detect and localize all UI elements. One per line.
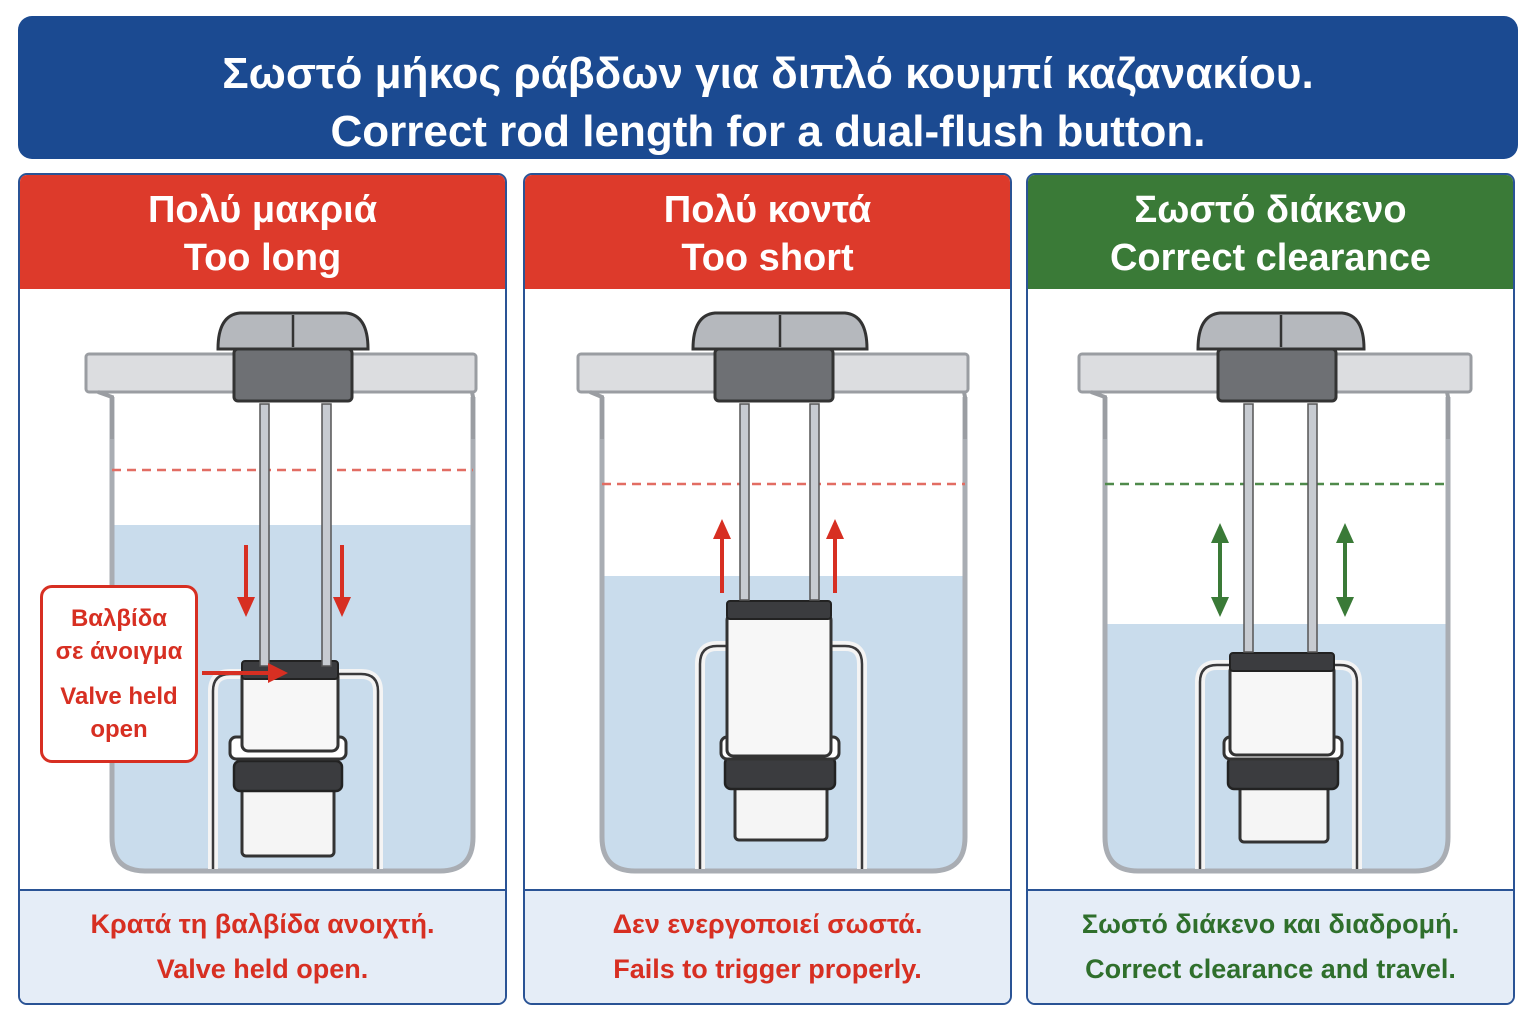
caption-english: Fails to trigger properly. (613, 954, 922, 984)
flush-button-housing (713, 347, 835, 403)
flush-button-housing (232, 347, 354, 403)
rod-right (1307, 403, 1318, 653)
panel-title-greek: Πολύ κοντά (663, 189, 872, 231)
caption-greek: Σωστό διάκενο και διαδρομή. (1081, 909, 1460, 939)
valve-seal (232, 759, 344, 793)
valve-seal (723, 755, 837, 791)
callout-line2-greek: σε άνοιγμα (55, 638, 183, 665)
panel-footer: Κρατά τη βαλβίδα ανοιχτή. Valve held ope… (20, 889, 505, 1003)
cistern-diagram-too-long (84, 311, 478, 874)
caption-greek: Κρατά τη βαλβίδα ανοιχτή. (90, 909, 435, 939)
caption-greek: Δεν ενεργοποιεί σωστά. (612, 909, 923, 939)
valve-cap (726, 600, 832, 620)
panel-title-english: Correct clearance (1109, 237, 1432, 279)
caption-english: Valve held open. (156, 954, 369, 984)
valve-seal (1226, 755, 1340, 791)
rod-right (321, 403, 332, 667)
panel-correct-clearance: Σωστό διάκενο Correct clearance Σωστό δι… (1026, 173, 1515, 1005)
callout-line1-english: Valve held (60, 683, 178, 710)
valve-held-open-callout: Βαλβίδα σε άνοιγμα Valve held open (40, 585, 198, 763)
valve-body (1228, 663, 1336, 757)
valve-body (240, 669, 340, 753)
rod-left (739, 403, 750, 601)
panel-too-short: Πολύ κοντά Too short Δεν ενεργοποιεί σωσ… (523, 173, 1012, 1005)
tank-walls (599, 397, 968, 874)
rod-left (1243, 403, 1254, 653)
flush-button-housing (1216, 347, 1338, 403)
panel-too-long: Πολύ μακριά Too long (18, 173, 507, 1005)
panel-title-english: Too short (681, 237, 854, 279)
valve-cap (1229, 652, 1335, 672)
tank-walls (109, 397, 476, 874)
panel-header: Σωστό διάκενο Correct clearance (1028, 175, 1513, 289)
title-greek: Σωστό μήκος ράβδων για διπλό κουμπί καζα… (222, 49, 1314, 98)
panel-title-greek: Σωστό διάκενο (1134, 189, 1407, 231)
panel-header: Πολύ μακριά Too long (20, 175, 505, 289)
caption-english: Correct clearance and travel. (1085, 954, 1456, 984)
panel-title-english: Too long (183, 237, 342, 279)
tank-walls (1102, 397, 1451, 874)
panel-title-greek: Πολύ μακριά (147, 189, 378, 231)
down-arrows (237, 545, 351, 617)
valve-body (725, 612, 833, 758)
panel-footer: Δεν ενεργοποιεί σωστά. Fails to trigger … (525, 889, 1010, 1003)
callout-line2-english: open (90, 716, 148, 743)
cistern-diagram-too-short (576, 311, 970, 874)
title-banner: Σωστό μήκος ράβδων για διπλό κουμπί καζα… (18, 16, 1518, 159)
rod-right (809, 403, 820, 601)
rod-left (259, 403, 270, 667)
up-arrows (713, 519, 844, 593)
double-arrows (1211, 523, 1354, 617)
callout-line1-greek: Βαλβίδα (70, 605, 168, 632)
title-english: Correct rod length for a dual-flush butt… (330, 107, 1206, 156)
cistern-diagram-correct (1077, 311, 1473, 874)
panel-header: Πολύ κοντά Too short (525, 175, 1010, 289)
panel-footer: Σωστό διάκενο και διαδρομή. Correct clea… (1028, 889, 1513, 1003)
